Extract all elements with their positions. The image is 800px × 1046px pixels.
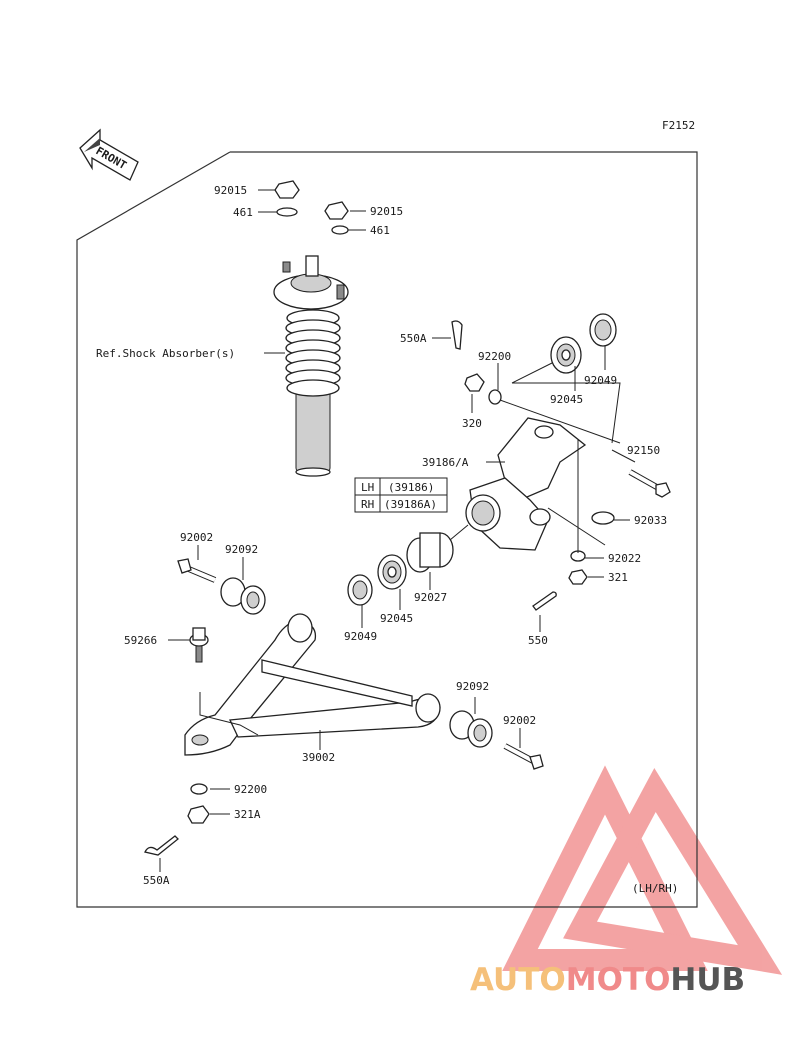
front-arrow-icon: FRONT [79, 128, 139, 181]
callout-92045-lower: 92045 [380, 612, 413, 625]
side-part-table: LH (39186) RH (39186A) [354, 477, 448, 513]
callout-92015-left: 92015 [214, 184, 247, 197]
nut-320 [464, 373, 485, 392]
watermark-auto: AUTO [470, 962, 566, 998]
callout-labels: 92015 461 92015 461 550A 92200 320 92049… [96, 184, 678, 895]
callout-39186a: 39186/A [422, 456, 469, 469]
callout-92092-lower: 92092 [456, 680, 489, 693]
bushing-92092-upper [220, 577, 266, 615]
cotter-pin-550 [532, 591, 557, 611]
bolt-92150 [628, 469, 671, 498]
callout-92002-upper: 92002 [180, 531, 213, 544]
figure-code: F2152 [662, 119, 695, 132]
callout-321: 321 [608, 571, 628, 584]
seal-92049-top [589, 313, 617, 347]
table-side-rh: RH [361, 498, 374, 511]
a-arm-39002 [184, 613, 441, 756]
nut-92015-right [324, 201, 349, 220]
nut-321a [187, 805, 210, 824]
ball-joint-59266 [189, 627, 209, 663]
callout-550a-top: 550A [400, 332, 427, 345]
table-part-rh: (39186A) [384, 498, 437, 511]
bushing-92092-lower [449, 710, 493, 748]
watermark-logo-icon [502, 765, 783, 975]
callout-92027: 92027 [414, 591, 447, 604]
table-side-lh: LH [361, 481, 374, 494]
watermark-hub: HUB [670, 962, 746, 998]
callout-92002-lower: 92002 [503, 714, 536, 727]
nut-321 [568, 569, 588, 585]
callout-59266: 59266 [124, 634, 157, 647]
nut-92015-left [274, 180, 300, 199]
callout-92022: 92022 [608, 552, 641, 565]
bolt-92002-upper [177, 558, 217, 583]
callout-550a-lower: 550A [143, 874, 170, 887]
leader-lines [159, 189, 636, 872]
callout-321a: 321A [234, 808, 261, 821]
ref-shock-absorber-label: Ref.Shock Absorber(s) [96, 347, 235, 360]
washer-92200-top [488, 389, 502, 405]
callout-39002: 39002 [302, 751, 335, 764]
watermark-text: AUTOMOTOHUB [470, 962, 790, 1002]
callout-92150: 92150 [627, 444, 660, 457]
seal-92049-lower [347, 574, 373, 606]
callout-92200-top: 92200 [478, 350, 511, 363]
callout-320: 320 [462, 417, 482, 430]
cotter-pin-550a-lower [144, 835, 179, 856]
callout-92200-lower: 92200 [234, 783, 267, 796]
washer-461-right [331, 225, 349, 235]
callout-461-right: 461 [370, 224, 390, 237]
callout-92049-lower: 92049 [344, 630, 377, 643]
callout-92092-upper: 92092 [225, 543, 258, 556]
callout-550: 550 [528, 634, 548, 647]
bearing-92045-top [550, 336, 582, 374]
washer-92200-lower [190, 783, 208, 795]
watermark-moto: MOTO [565, 962, 671, 998]
callout-92049-top: 92049 [584, 374, 617, 387]
lhrh-note: (LH/RH) [632, 882, 678, 895]
bearing-92045-lower [377, 554, 407, 590]
bolt-92002-lower [503, 743, 544, 770]
washer-461-left [276, 207, 298, 217]
callout-92045-top: 92045 [550, 393, 583, 406]
callout-92015-right: 92015 [370, 205, 403, 218]
circlip-92033 [591, 511, 615, 525]
spacer-92027 [406, 532, 454, 573]
table-part-lh: (39186) [388, 481, 434, 494]
shock-absorber [273, 255, 349, 477]
diagram-frame [76, 151, 698, 908]
knuckle-39186 [465, 417, 587, 551]
callout-461-left: 461 [233, 206, 253, 219]
cotter-pin-550a-top [451, 320, 463, 350]
callout-92033: 92033 [634, 514, 667, 527]
